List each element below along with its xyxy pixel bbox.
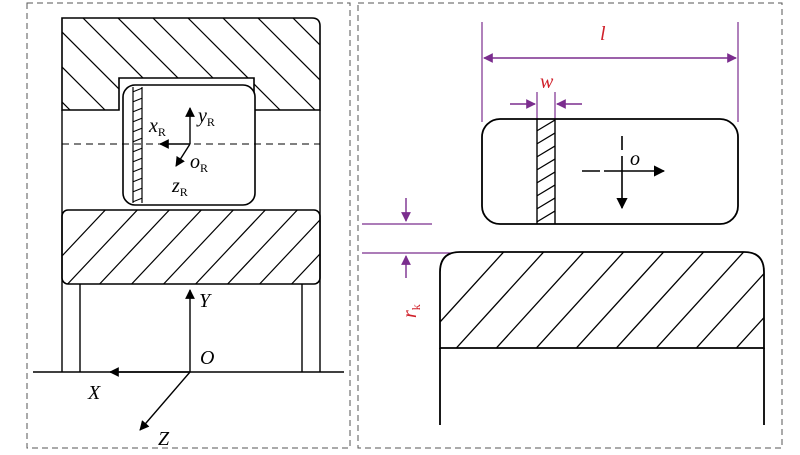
label-yR: yR (196, 105, 215, 129)
outer-ring (61, 17, 321, 111)
label-Z: Z (158, 428, 170, 450)
label-Y: Y (199, 290, 212, 312)
label-l: l (600, 23, 606, 45)
left-panel-frame (26, 2, 351, 449)
label-xR: xR (148, 115, 166, 139)
roller-right (481, 118, 739, 225)
label-w: w (540, 71, 554, 93)
Z-axis-arrow (139, 371, 191, 431)
label-rk: rk (399, 304, 423, 318)
label-X: X (87, 382, 101, 404)
inner-ring-right (439, 251, 765, 425)
label-O: O (200, 347, 214, 369)
label-oR: oR (190, 151, 208, 175)
right-panel-frame (357, 2, 783, 449)
zR-axis-arrow (175, 143, 191, 167)
label-o: o (630, 148, 640, 170)
inner-ring (61, 209, 321, 285)
label-zR: zR (171, 175, 188, 199)
